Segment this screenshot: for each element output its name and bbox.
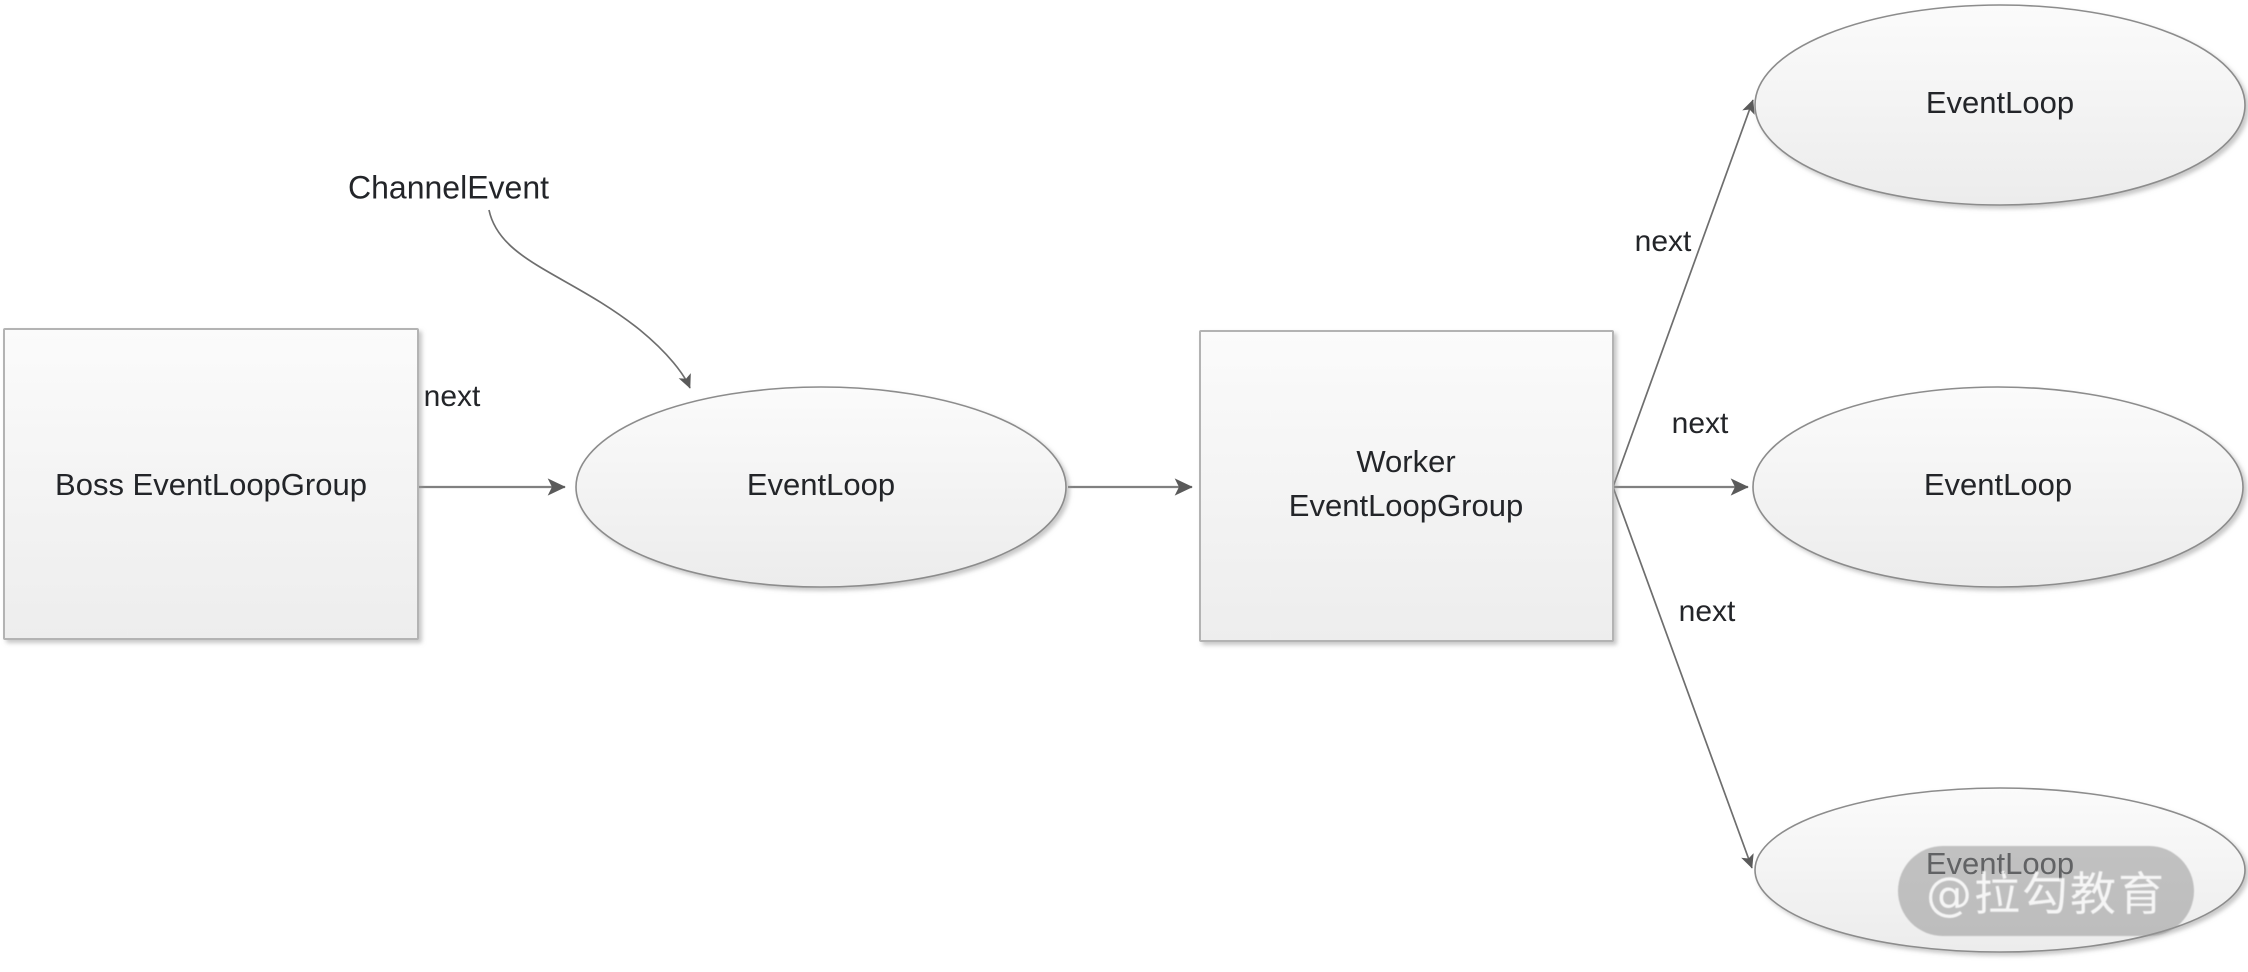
node-worker-event-loop-group[interactable]: Worker EventLoopGroup	[1199, 330, 1614, 642]
edge-worker-next-3: next	[1612, 486, 1754, 869]
node-worker-event-loop-1-shape[interactable]	[1754, 4, 2246, 206]
edge-worker-next-3-label: next	[1679, 595, 1736, 628]
edge-worker-next-1-label: next	[1635, 225, 1692, 258]
edge-boss-next: next	[419, 380, 566, 496]
edge-channel-event-label: ChannelEvent	[348, 169, 549, 205]
node-worker-event-loop-1[interactable]: EventLoop	[1754, 4, 2246, 206]
node-boss-event-loop-group[interactable]: Boss EventLoopGroup	[3, 328, 419, 640]
edge-channel-event: ChannelEvent	[348, 169, 691, 389]
node-boss-event-loop[interactable]: EventLoop	[575, 386, 1067, 588]
edge-worker-next-1-line	[1612, 99, 1755, 488]
edge-worker-next-3-line	[1612, 486, 1754, 869]
node-boss-event-loop-label: EventLoop	[747, 467, 895, 502]
node-worker-event-loop-group-label-line2: EventLoopGroup	[1289, 488, 1523, 523]
node-worker-event-loop-2[interactable]: EventLoop	[1752, 386, 2244, 588]
node-boss-event-loop-group-label: Boss EventLoopGroup	[55, 467, 367, 502]
watermark-badge: @拉勾教育	[1898, 846, 2194, 936]
watermark-text: @拉勾教育	[1926, 867, 2166, 921]
edge-boss-next-label: next	[424, 380, 481, 413]
node-worker-event-loop-group-label-line1: Worker	[1356, 444, 1455, 479]
node-worker-event-loop-2-shape[interactable]	[1752, 386, 2244, 588]
node-worker-event-loop-2-label: EventLoop	[1924, 467, 2072, 502]
edge-worker-next-2-label: next	[1672, 407, 1729, 440]
edge-channel-event-curve	[488, 209, 691, 389]
node-worker-event-loop-1-label: EventLoop	[1926, 85, 2074, 120]
node-worker-event-loop-group-shape[interactable]	[1199, 330, 1614, 642]
edge-worker-next-2: next	[1613, 407, 1749, 496]
edge-worker-next-1: next	[1612, 99, 1755, 488]
node-boss-event-loop-group-shape[interactable]	[3, 328, 419, 640]
node-boss-event-loop-shape[interactable]	[575, 386, 1067, 588]
